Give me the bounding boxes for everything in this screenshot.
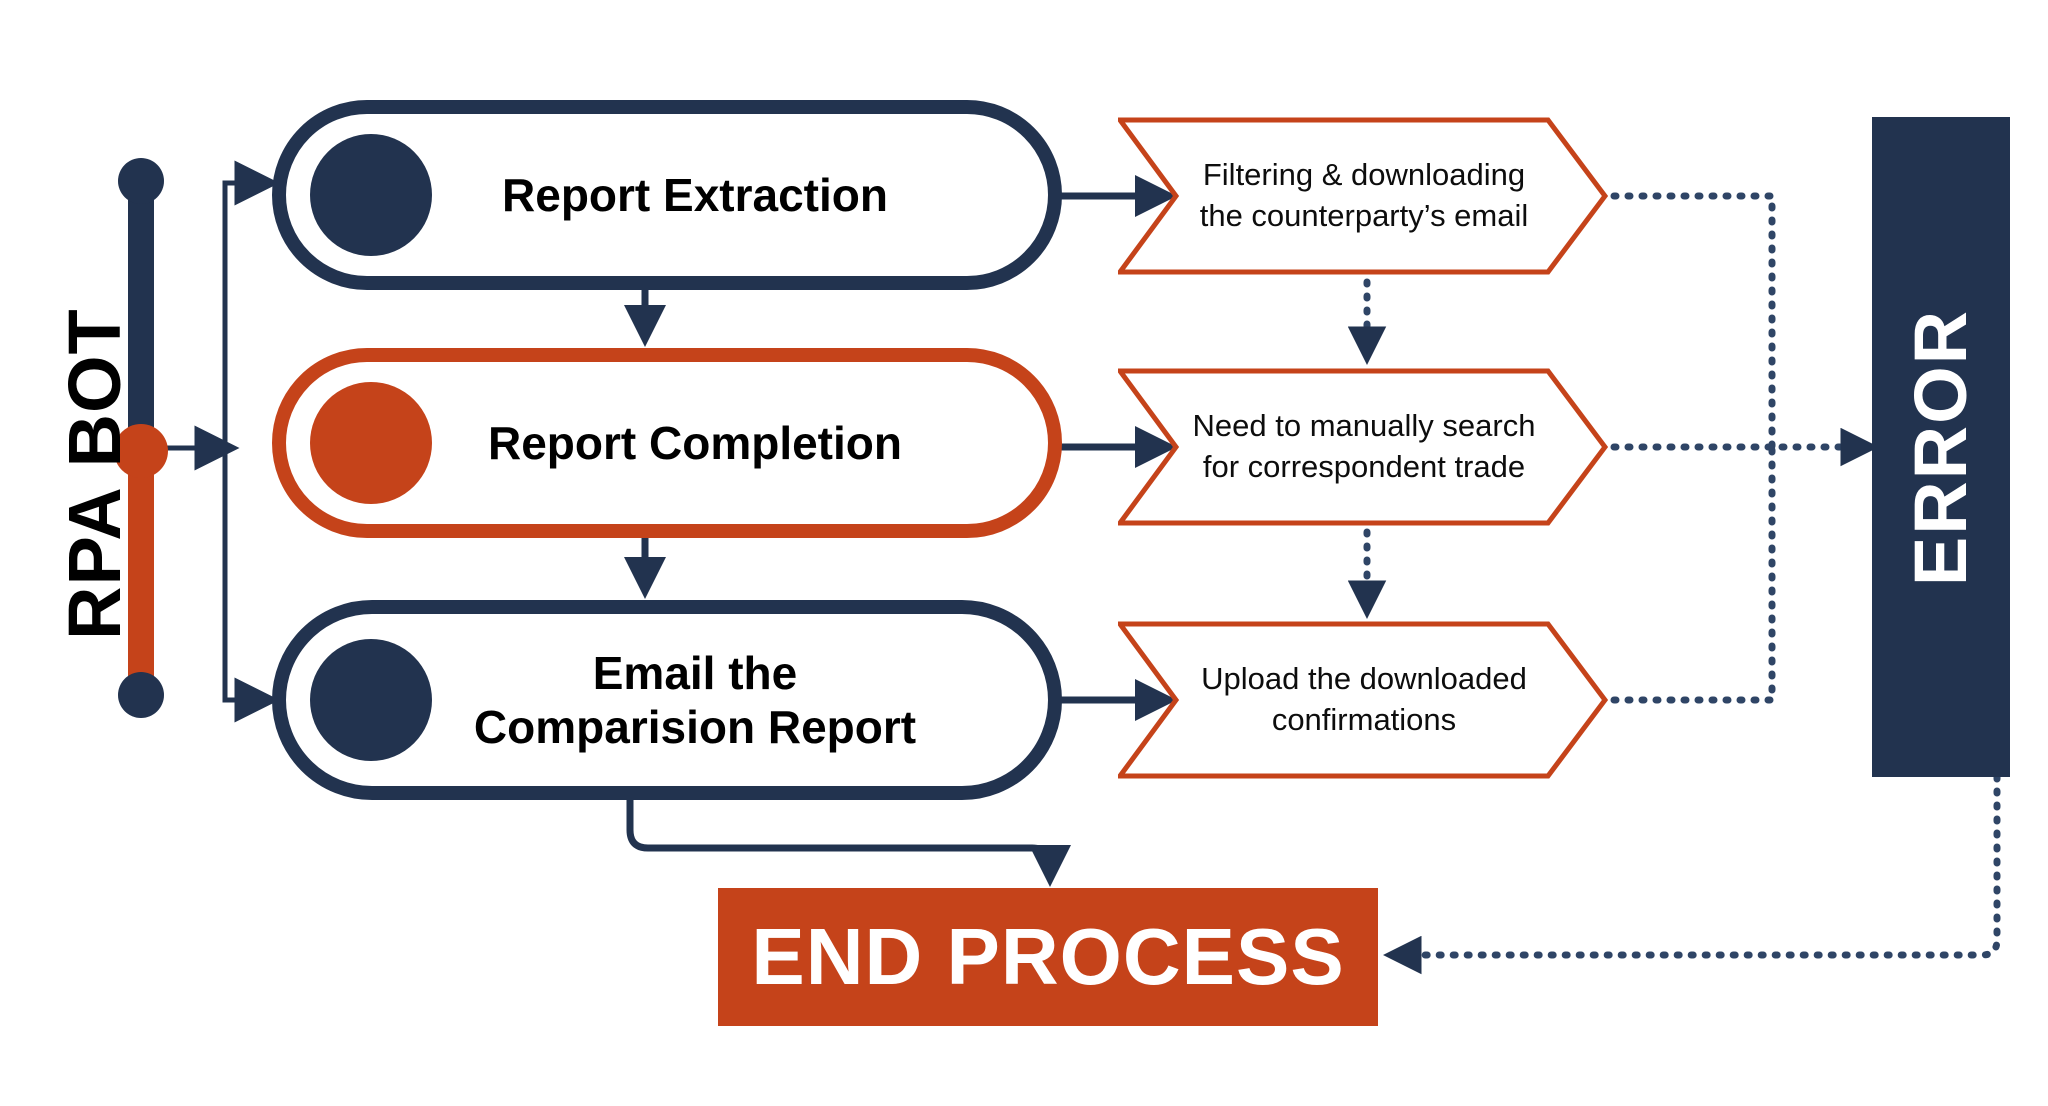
step-email-comparision-report[interactable]: Email the Comparision Report — [272, 600, 1062, 800]
step-bullet-icon — [310, 134, 432, 256]
chevron-shape — [1118, 117, 1608, 275]
error-label: ERROR — [1899, 308, 1983, 586]
step-to-end-wire — [626, 800, 1071, 887]
callout-line1: Need to manually search — [1192, 408, 1536, 444]
timeline-segment-upper — [128, 178, 154, 450]
end-process-label: END PROCESS — [751, 912, 1345, 1001]
callout-text: Filtering & downloading the counterparty… — [1158, 155, 1569, 237]
rpa-bot-label: RPA BOT — [53, 308, 136, 640]
callout-line1: Upload the downloaded — [1201, 661, 1527, 697]
error-box[interactable]: ERROR — [1872, 117, 2010, 777]
callout-line2: the counterparty’s email — [1199, 198, 1529, 233]
callout-to-error-wires — [1596, 192, 1879, 704]
step-report-completion[interactable]: Report Completion — [272, 348, 1062, 538]
chevron-shape — [1118, 621, 1608, 779]
step-label-line2: Comparision Report — [473, 701, 917, 753]
step-bullet-icon — [310, 639, 432, 761]
callout-upload[interactable]: Upload the downloaded confirmations — [1118, 621, 1608, 779]
step-label: Email the Comparision Report — [286, 646, 1048, 755]
step-bullet-icon — [310, 382, 432, 504]
callout-filtering[interactable]: Filtering & downloading the counterparty… — [1118, 117, 1608, 275]
timeline-segment-lower — [128, 448, 154, 698]
callout-text: Upload the downloaded confirmations — [1159, 659, 1567, 741]
step-report-extraction[interactable]: Report Extraction — [272, 100, 1062, 290]
timeline-dot-bottom — [118, 672, 164, 718]
callout-text: Need to manually search for corresponden… — [1151, 406, 1576, 488]
timeline-dot-middle — [114, 424, 168, 478]
end-process-box[interactable]: END PROCESS — [718, 888, 1378, 1026]
callout-line2: for correspondent trade — [1202, 449, 1526, 484]
step-label: Report Completion — [488, 416, 902, 469]
step-to-callout-wires — [1058, 175, 1177, 721]
step-label: Report Extraction — [502, 168, 888, 221]
step-label-line1: Email the — [592, 646, 798, 699]
error-to-end-wire — [1383, 773, 2001, 975]
callout-manual-search[interactable]: Need to manually search for corresponden… — [1118, 368, 1608, 526]
chevron-shape — [1118, 368, 1608, 526]
callout-line2: confirmations — [1271, 702, 1457, 737]
callout-line1: Filtering & downloading — [1202, 157, 1526, 193]
timeline-dot-top — [118, 158, 164, 204]
